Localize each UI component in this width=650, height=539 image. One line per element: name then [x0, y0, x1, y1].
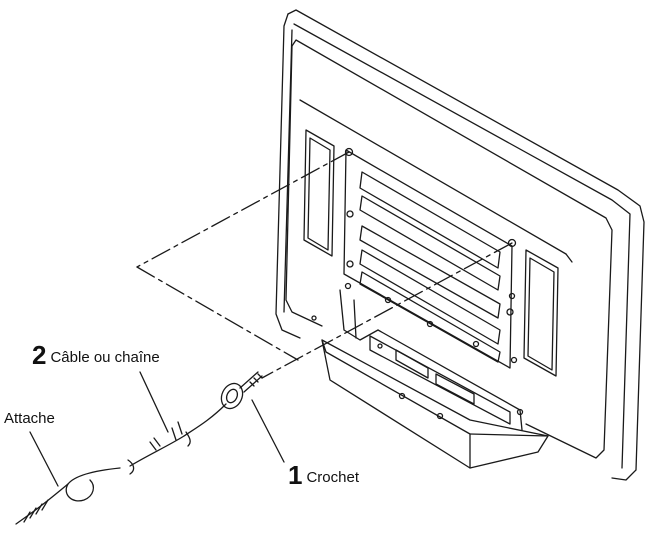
label-crochet-text: Crochet — [306, 469, 359, 486]
alignment-lines — [136, 151, 513, 379]
vent-right — [523, 249, 559, 377]
leader-lines — [29, 371, 285, 487]
attache — [15, 467, 121, 525]
center-plate — [343, 149, 513, 369]
label-crochet-number: 1 — [288, 460, 303, 490]
label-attache-text: Attache — [4, 410, 55, 427]
hook — [220, 371, 263, 410]
cable — [127, 403, 227, 475]
label-cable-number: 2 — [32, 340, 47, 370]
label-attache: Attache — [4, 410, 55, 428]
vent-left — [303, 129, 335, 257]
tv-back-panel — [285, 39, 613, 459]
mounting-holes — [311, 147, 524, 420]
label-cable-text: Câble ou chaîne — [50, 349, 160, 366]
tv-bezel — [275, 9, 645, 481]
stand — [321, 289, 549, 469]
